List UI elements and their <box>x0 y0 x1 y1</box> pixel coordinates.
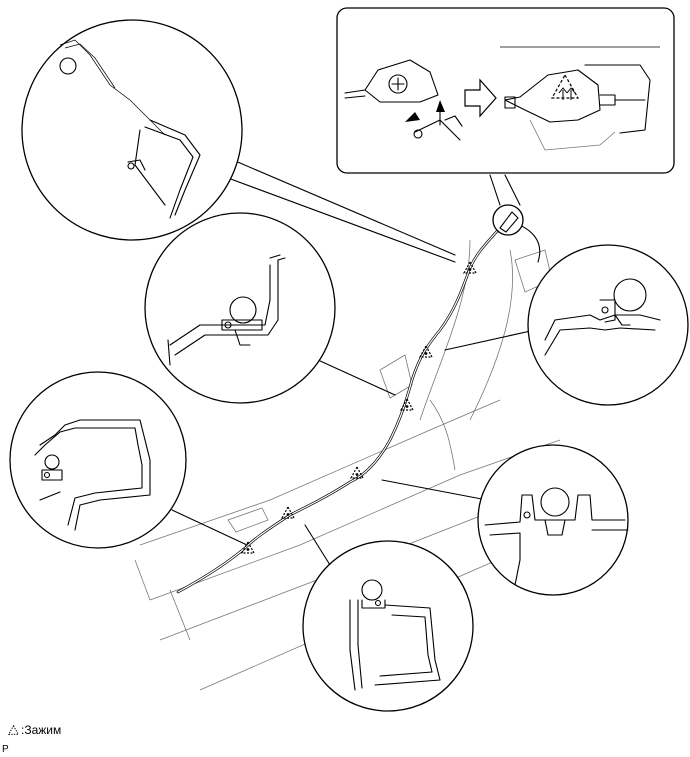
leader-lines <box>171 159 536 566</box>
figure-code: P <box>2 744 9 755</box>
detail-circle-middle-left <box>144 212 336 404</box>
connector-callout-origin <box>492 204 524 236</box>
detail-circle-left <box>9 371 187 549</box>
legend: :Зажим <box>8 723 61 737</box>
legend-label: :Зажим <box>21 723 62 737</box>
detail-circle-bottom-right <box>477 444 629 596</box>
dashed-triangle-icon <box>8 725 19 735</box>
detail-box-top-right <box>336 7 675 174</box>
detail-circle-top-left <box>21 19 243 241</box>
detail-circle-bottom-center <box>302 540 474 712</box>
detail-circle-right <box>527 244 689 406</box>
